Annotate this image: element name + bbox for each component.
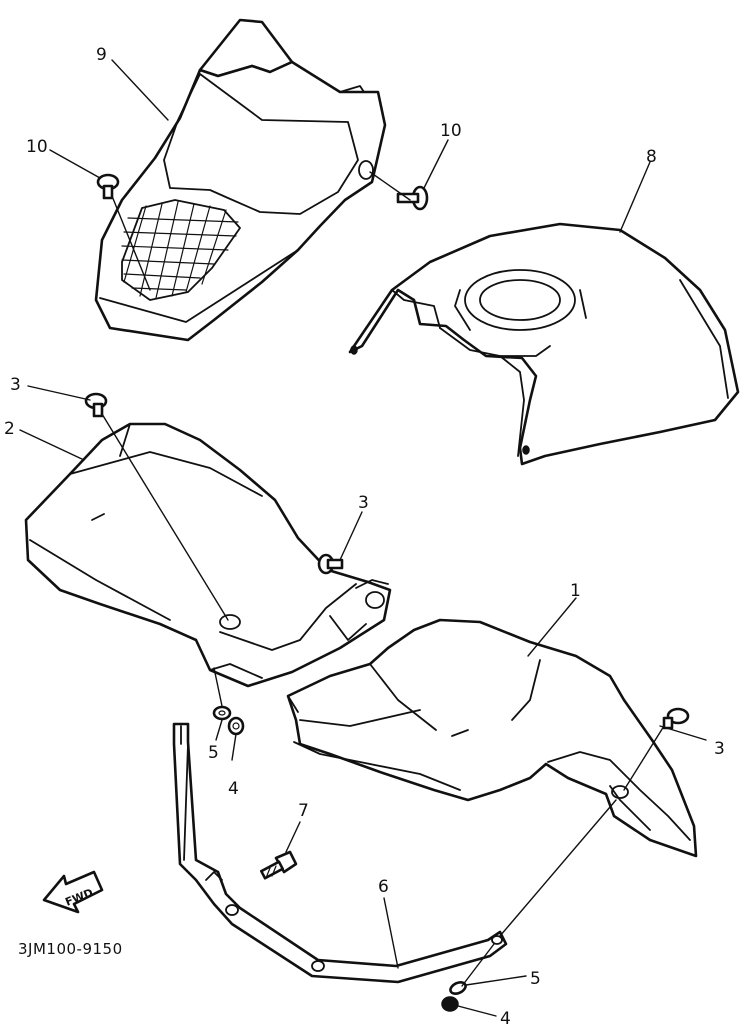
screw-part-3-middle: [317, 553, 344, 575]
leader-lines: [19, 59, 707, 1017]
screw-part-10-right: [396, 185, 429, 211]
callout-8: 8: [646, 147, 657, 167]
screw-part-10-left: [96, 173, 120, 200]
nut-part-4-left: [227, 716, 245, 736]
callout-3-upper-left: 3: [10, 375, 21, 395]
front-fender-part-2: [24, 422, 392, 688]
callout-1: 1: [570, 581, 581, 601]
part-code-label: 3JM100-9150: [18, 940, 123, 958]
callout-4-bottom: 4: [500, 1009, 511, 1029]
callout-4-left: 4: [228, 779, 239, 799]
stay-bracket-part-6: [172, 722, 508, 984]
callout-5-left: 5: [208, 743, 219, 763]
callout-10-left: 10: [26, 137, 48, 157]
tank-cover-part-8: [348, 222, 740, 466]
washer-part-5-left: [212, 705, 232, 721]
callout-labels: 9 10 10 8 3 2 3 1 3 5 4 7 6 5 4: [4, 45, 725, 1029]
screw-part-3-right: [662, 707, 690, 730]
rear-fender-part-1: [286, 618, 698, 858]
bolt-part-7: [259, 850, 298, 880]
callout-5-bottom: 5: [530, 969, 541, 989]
callout-3-middle: 3: [358, 493, 369, 513]
front-cover-part-9: [94, 18, 387, 342]
nut-part-4-bottom: [441, 996, 459, 1012]
callout-3-right: 3: [714, 739, 725, 759]
callout-7: 7: [298, 801, 309, 821]
callout-2: 2: [4, 419, 15, 439]
callout-10-right: 10: [440, 121, 462, 141]
forward-direction-arrow: FWD: [42, 870, 104, 914]
screw-part-3-upper-left: [84, 392, 108, 418]
callout-9: 9: [96, 45, 107, 65]
callout-6: 6: [378, 877, 389, 897]
